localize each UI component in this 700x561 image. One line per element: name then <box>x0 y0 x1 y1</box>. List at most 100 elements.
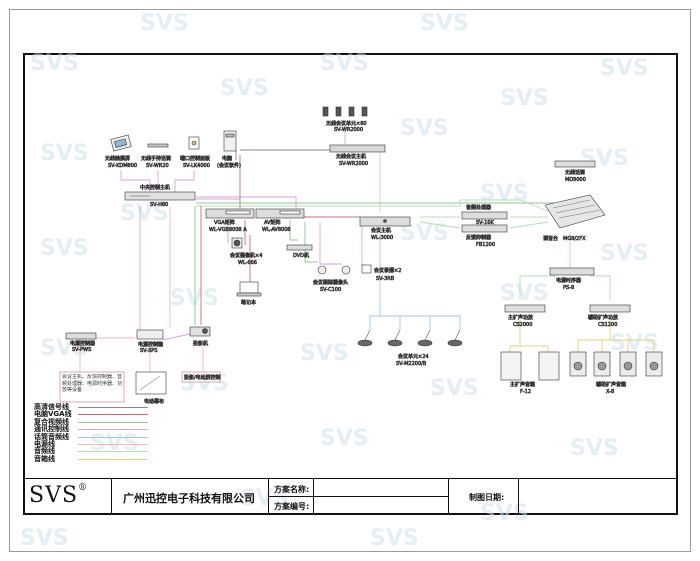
comm-line <box>162 333 191 341</box>
speaker-line <box>601 339 610 352</box>
watermark: SVS <box>30 51 79 76</box>
watermark: SVS <box>480 181 529 206</box>
legend-label: 话筒音频线 <box>34 432 69 441</box>
main-speakers-model: F-12 <box>520 389 531 395</box>
connections <box>79 123 655 372</box>
divider <box>268 479 269 515</box>
port-panel-label: 端口控制面板 <box>180 155 210 162</box>
audio-line <box>519 275 555 300</box>
main-speakers: 主扩声音箱 F-12 <box>500 351 560 395</box>
screen-device: 电动幕布 <box>135 371 167 405</box>
audio-processor-device: 音频处理器 SV-16K <box>461 204 508 226</box>
watermark: SVS <box>20 526 69 551</box>
power-sequencer-label: 电源时序器 <box>556 277 581 284</box>
speaker-line <box>577 320 611 352</box>
wireless-receiver-model: MD9000 <box>565 177 586 183</box>
wireless-mic-units-label: 无线会议单元×80 <box>326 120 367 127</box>
wireless-host-label: 无线会议主机 <box>336 153 366 160</box>
watermark: SVS <box>570 436 619 461</box>
mixer-device: 调音台 MG8/2FX <box>543 194 606 242</box>
legend-swatch-line <box>78 458 148 460</box>
dvd-device: DVD机 <box>286 244 313 259</box>
speaker-line <box>520 345 549 352</box>
video-line <box>289 220 298 241</box>
watermark: SVS <box>370 526 419 551</box>
wireless-handheld-model: SV-WR20 <box>146 163 169 169</box>
logo-text: SVS <box>29 483 79 508</box>
pc-sub: (会议软件) <box>217 162 241 169</box>
aux-amplifier-device: 辅助扩声功放 CS1200 <box>588 304 631 328</box>
aux-amplifier-label: 辅助扩声功放 <box>588 314 618 321</box>
power-sequencer-device: 电源时序器 PS-8 <box>549 267 595 291</box>
legend-swatch-line <box>78 414 148 416</box>
conference-host-device: 会议主机 WL-3000 <box>359 216 411 241</box>
watermark: SVS <box>480 501 529 526</box>
watermark: SVS <box>400 116 449 141</box>
drawing-frame <box>23 53 678 515</box>
company-name: 广州迅控电子科技有限公司 <box>123 492 255 505</box>
port-panel-device: 端口控制面板 SV-LK4000 <box>180 136 210 169</box>
feedback-suppressor-model: FB1200 <box>476 242 495 248</box>
legend-label: 音频线 <box>34 447 55 456</box>
watermark: SVS <box>600 241 649 266</box>
watermark: SVS <box>170 286 219 311</box>
port-panel-model: SV-LK4000 <box>183 163 210 169</box>
audio-line <box>509 221 549 229</box>
speaker-line <box>610 339 655 352</box>
aux-speakers: 辅助扩声音箱 X-8 <box>569 351 663 395</box>
divider <box>448 479 449 515</box>
main-amplifier-label: 主扩声功放 <box>508 314 533 321</box>
wireless-mic-units: 无线会议单元×80 SV-WR2000 <box>322 106 368 133</box>
projector-label: 投影机 <box>193 340 208 347</box>
central-control-label: 中央控制主机 <box>140 184 170 191</box>
legend-label: 复合视频线 <box>34 417 69 426</box>
audio-processor-label: 音频处理器 <box>466 204 491 211</box>
watermark: SVS <box>430 376 479 401</box>
recorder-device: 会议录播×2 SV-3RB <box>361 264 402 282</box>
legend-swatch-line <box>78 421 148 423</box>
note-right-text: 投影/电动屏控制 <box>184 374 221 381</box>
watermark: SVS <box>500 281 549 306</box>
legend-label: 通讯控制线 <box>34 425 69 434</box>
pc-device: 电脑 (会议软件) <box>217 130 241 169</box>
mixer-model: MG8/2FX <box>563 236 586 242</box>
aux-speakers-model: X-8 <box>606 389 614 395</box>
tracking-camera-label: 会议跟踪摄像头 <box>313 279 348 286</box>
vga-matrix-model: WL-VGB8008 A <box>209 227 247 233</box>
scheme-number-label: 方案编号: <box>274 502 310 511</box>
comm-line <box>196 198 241 209</box>
delegate-units: 会议单元×24 SV-M2200/B <box>357 329 463 367</box>
watermark: SVS <box>500 86 549 111</box>
vga-matrix-label: VGA矩阵 <box>214 219 235 226</box>
comm-line <box>361 222 365 266</box>
power-controller-device: 电源控制器 SV-PWS <box>65 332 97 353</box>
note-left-text: 会议主机、反馈抑制器、音频处理器、电源时序器、功放等设备 <box>62 374 122 393</box>
pc-label: 电脑 <box>222 155 232 162</box>
legend-swatch-line <box>78 407 148 408</box>
watermark: SVS <box>140 11 189 36</box>
watermark: SVS <box>600 56 649 81</box>
watermark: SVS <box>120 201 169 226</box>
main-amplifier-model: CS2000 <box>513 322 532 328</box>
delegate-units-label: 会议单元×24 <box>398 353 429 360</box>
wireless-mic-units-model: SV-WR2000 <box>334 127 363 133</box>
devices: 无线触摸屏 SV-KDM800 无线手持话筒 SV-WR20 端口控制面板 SV… <box>59 106 663 405</box>
note-box-right: 投影/电动屏控制 <box>181 371 221 383</box>
wireless-host-model: SV-WR2000 <box>339 161 368 167</box>
power-controller-model: SV-PWS <box>72 347 91 353</box>
laptop-device: 笔记本 <box>236 281 262 306</box>
legend-swatch-line <box>78 451 148 453</box>
audio-line <box>419 221 461 229</box>
power-sequencer-model: PS-8 <box>563 285 574 291</box>
divider <box>518 479 519 515</box>
mic-line <box>369 315 380 330</box>
watermark: SVS <box>240 486 289 511</box>
watermark-layer: SVS SVS SVS SVS SVS SVS SVS SVS SVS SVS … <box>20 11 659 551</box>
legend-label: 音箱线 <box>34 454 55 463</box>
touch-panel-device: 无线触摸屏 SV-KDM800 <box>105 134 137 169</box>
company-logo: SVS® <box>29 483 88 508</box>
av-matrix-model: WL-AV8008 <box>262 227 291 233</box>
mic-line <box>379 228 461 330</box>
conference-camera-device: 会议摄像机×4 WL-666 <box>230 237 263 266</box>
tracking-camera-device: 会议跟踪摄像头 SV-C100 <box>313 265 351 293</box>
